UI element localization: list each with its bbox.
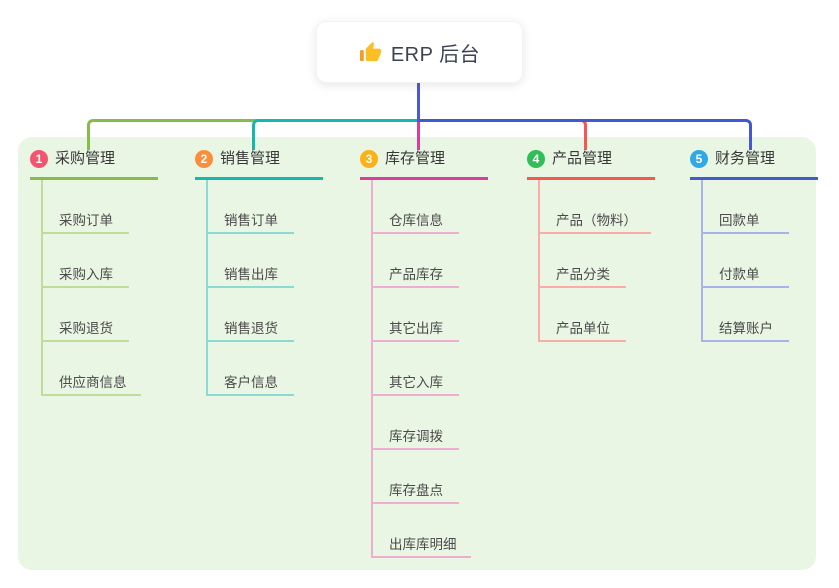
thumbs-up-icon <box>359 41 381 61</box>
badge-2: 2 <box>195 150 213 168</box>
node-stock-count[interactable]: 库存盘点 <box>373 450 459 504</box>
node-sales-return[interactable]: 销售退货 <box>208 288 294 342</box>
branch-children: 回款单 付款单 结算账户 <box>701 180 789 342</box>
node-outbound-detail[interactable]: 出库库明细 <box>373 504 471 558</box>
branch-product: 4 产品管理 产品（物料） 产品分类 产品单位 <box>527 147 655 342</box>
connector-inventory <box>417 119 420 150</box>
badge-4: 4 <box>527 150 545 168</box>
badge-5: 5 <box>690 150 708 168</box>
branch-header-finance[interactable]: 5 财务管理 <box>690 147 818 180</box>
badge-1: 1 <box>30 150 48 168</box>
node-other-outbound[interactable]: 其它出库 <box>373 288 459 342</box>
node-other-inbound[interactable]: 其它入库 <box>373 342 459 396</box>
node-warehouse-info[interactable]: 仓库信息 <box>373 180 459 234</box>
branch-children: 产品（物料） 产品分类 产品单位 <box>538 180 651 342</box>
branch-label: 财务管理 <box>715 150 776 167</box>
root-node-erp[interactable]: ERP 后台 <box>316 21 523 83</box>
node-product-category[interactable]: 产品分类 <box>540 234 626 288</box>
node-purchase-order[interactable]: 采购订单 <box>43 180 129 234</box>
node-customer-info[interactable]: 客户信息 <box>208 342 294 396</box>
node-stock-transfer[interactable]: 库存调拨 <box>373 396 459 450</box>
branch-label: 产品管理 <box>552 150 613 167</box>
root-stem <box>417 82 420 122</box>
branch-finance: 5 财务管理 回款单 付款单 结算账户 <box>690 147 818 342</box>
node-payment-doc[interactable]: 付款单 <box>703 234 789 288</box>
branch-label: 采购管理 <box>55 150 116 167</box>
branches-panel <box>18 137 816 570</box>
branch-procurement: 1 采购管理 采购订单 采购入库 采购退货 供应商信息 <box>30 147 158 396</box>
branch-children: 仓库信息 产品库存 其它出库 其它入库 库存调拨 库存盘点 出库库明细 <box>371 180 471 558</box>
branch-header-procurement[interactable]: 1 采购管理 <box>30 147 158 180</box>
branch-inventory: 3 库存管理 仓库信息 产品库存 其它出库 其它入库 库存调拨 库存盘点 出库库… <box>360 147 488 558</box>
node-purchase-return[interactable]: 采购退货 <box>43 288 129 342</box>
branch-children: 销售订单 销售出库 销售退货 客户信息 <box>206 180 294 396</box>
root-label: ERP 后台 <box>390 43 481 66</box>
connector-finance <box>419 119 752 150</box>
branch-header-sales[interactable]: 2 销售管理 <box>195 147 323 180</box>
badge-3: 3 <box>360 150 378 168</box>
node-product-material[interactable]: 产品（物料） <box>540 180 651 234</box>
branch-children: 采购订单 采购入库 采购退货 供应商信息 <box>41 180 141 396</box>
node-supplier-info[interactable]: 供应商信息 <box>43 342 141 396</box>
node-sales-order[interactable]: 销售订单 <box>208 180 294 234</box>
branch-sales: 2 销售管理 销售订单 销售出库 销售退货 客户信息 <box>195 147 323 396</box>
branch-label: 销售管理 <box>220 150 281 167</box>
branch-header-product[interactable]: 4 产品管理 <box>527 147 655 180</box>
branch-label: 库存管理 <box>385 150 446 167</box>
node-receipt-doc[interactable]: 回款单 <box>703 180 789 234</box>
node-product-unit[interactable]: 产品单位 <box>540 288 626 342</box>
node-purchase-inbound[interactable]: 采购入库 <box>43 234 129 288</box>
node-product-stock[interactable]: 产品库存 <box>373 234 459 288</box>
node-sales-outbound[interactable]: 销售出库 <box>208 234 294 288</box>
node-settlement-account[interactable]: 结算账户 <box>703 288 789 342</box>
connector-sales <box>252 119 419 150</box>
branch-header-inventory[interactable]: 3 库存管理 <box>360 147 488 180</box>
